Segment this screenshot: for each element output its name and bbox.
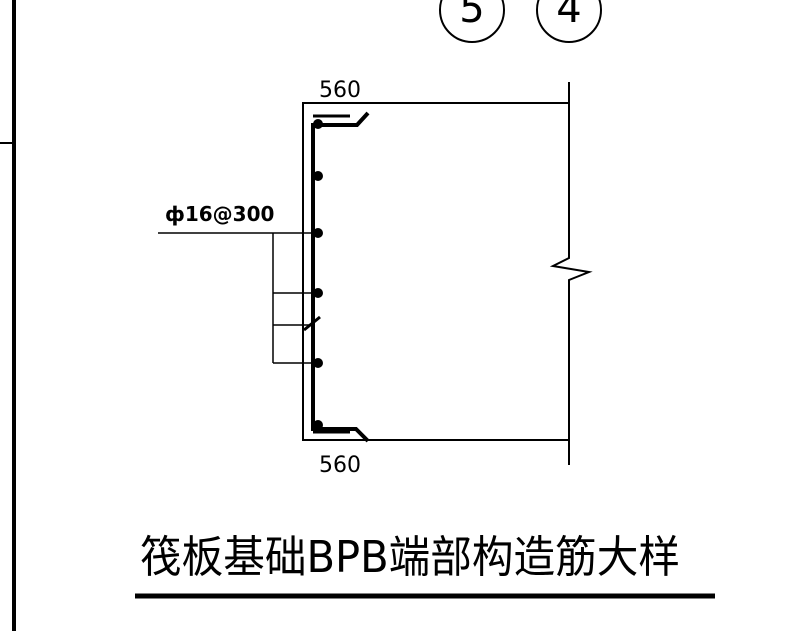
top-dimension: 560 — [319, 78, 361, 103]
rebar-dot — [313, 288, 323, 298]
rebar-dot — [313, 119, 323, 129]
rebar-callout: ф16@300 — [165, 202, 274, 226]
axis-bubble-4: 4 — [536, 0, 602, 43]
rebar-dot — [313, 171, 323, 181]
rebar-dots — [313, 119, 323, 430]
rebar-slash — [303, 315, 321, 332]
rebar-dot — [313, 358, 323, 368]
drawing-title: 筏板基础BPB端部构造筋大样 — [140, 532, 680, 583]
svg-text:4: 4 — [556, 0, 581, 32]
rebar-dot — [313, 420, 323, 430]
callout-leader — [158, 232, 312, 364]
u-bar — [311, 111, 370, 443]
slab-outline — [302, 102, 569, 441]
bottom-dimension: 560 — [319, 453, 361, 478]
break-line — [549, 82, 593, 465]
axis-bubble-5: 5 — [439, 0, 505, 43]
rebar-dot — [313, 228, 323, 238]
svg-text:5: 5 — [459, 0, 484, 32]
